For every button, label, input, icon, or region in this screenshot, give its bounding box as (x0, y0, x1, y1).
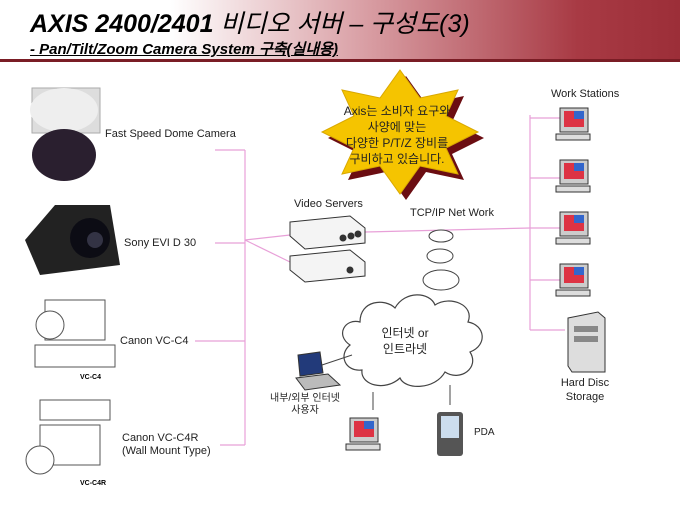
workstation-icons (345, 107, 591, 451)
camera-label-canon-c4r: Canon VC-C4R (122, 432, 199, 444)
network-label: TCP/IP Net Work (410, 207, 494, 219)
laptop-icon (295, 351, 342, 391)
hard-disc-icon (567, 311, 606, 373)
title-en: AXIS 2400/2401 (30, 10, 214, 38)
title-ko: 비디오 서버 – 구성도(3) (220, 10, 470, 38)
thought-bubbles (422, 229, 460, 291)
sony-camera-icon (25, 205, 120, 275)
canon-vc-c4r-icon (25, 399, 111, 475)
laptop-user-line: 사용자 (291, 405, 319, 416)
laptop-user-line: 내부/외부 인터넷 (270, 393, 340, 404)
callout-line: 사양에 맞는 (367, 120, 427, 134)
cloud-icon (342, 294, 483, 387)
callout-line: 다양한 P/T/Z 장비를 (345, 136, 449, 150)
cloud-links (321, 354, 451, 410)
video-servers-label: Video Servers (294, 198, 363, 210)
callout-burst (320, 69, 484, 200)
header-band (0, 0, 680, 60)
cloud-label: 인터넷 or 인트라넷 (370, 325, 440, 357)
connector-lines (195, 115, 565, 446)
vc-c4r-tag: VC-C4R (80, 480, 107, 487)
cloud-line: 인트라넷 (382, 342, 428, 356)
storage-label-line: Storage (565, 391, 605, 403)
camera-label-sony: Sony EVI D 30 (124, 237, 197, 249)
cloud-line: 인터넷 or (381, 326, 429, 340)
pda-icon (437, 412, 463, 456)
callout-line: 구비하고 있습니다. (349, 152, 445, 166)
camera-label-canon-c4r-mount: (Wall Mount Type) (122, 445, 211, 457)
work-stations-label: Work Stations (551, 88, 620, 100)
camera-label-dome: Fast Speed Dome Camera (105, 128, 236, 140)
header-rule (0, 59, 680, 62)
page-title: AXIS 2400/2401 비디오 서버 – 구성도(3) (30, 4, 470, 40)
page-subtitle: - Pan/Tilt/Zoom Camera System 구축(실내용) (30, 41, 338, 58)
pda-label: PDA (474, 427, 495, 438)
storage-label-line: Hard Disc (560, 377, 610, 389)
dome-camera-icon (30, 87, 101, 181)
video-server-icon (289, 215, 366, 283)
callout-text: Axis는 소비자 요구와 사양에 맞는 다양한 P/T/Z 장비를 구비하고 … (322, 103, 472, 167)
vc-c4-tag: VC-C4 (80, 374, 102, 381)
camera-label-canon-c4: Canon VC-C4 (120, 335, 189, 347)
canon-vc-c4-icon (34, 299, 116, 368)
callout-line: Axis는 소비자 요구와 (343, 104, 451, 118)
